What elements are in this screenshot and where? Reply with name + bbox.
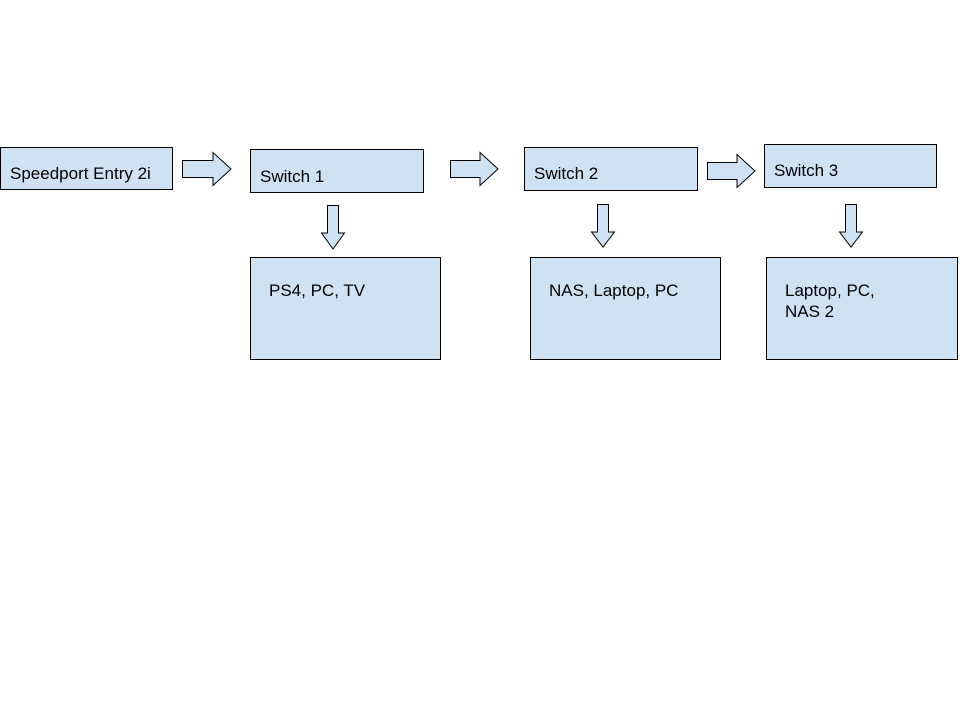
switch-1-box: Switch 1 (250, 149, 424, 193)
switch-3-devices-box: Laptop, PC, NAS 2 (766, 257, 958, 360)
switch-2-box: Switch 2 (524, 147, 698, 191)
switch-2-label: Switch 2 (534, 164, 599, 183)
arrow-right-switch-1-to-switch-2 (450, 151, 499, 187)
router-label: Speedport Entry 2i (10, 164, 151, 183)
arrow-right-router-to-switch-1 (182, 151, 232, 187)
arrow-down-switch-1 (320, 205, 346, 250)
switch-1-devices-label: PS4, PC, TV (269, 281, 366, 300)
arrow-down-switch-2 (590, 204, 616, 248)
switch-1-devices-box: PS4, PC, TV (250, 257, 441, 360)
switch-3-devices-label: Laptop, PC, NAS 2 (785, 281, 875, 321)
arrow-right-switch-2-to-switch-3 (707, 153, 756, 189)
switch-2-devices-label: NAS, Laptop, PC (549, 281, 679, 300)
switch-2-devices-box: NAS, Laptop, PC (530, 257, 721, 360)
switch-3-label: Switch 3 (774, 161, 839, 180)
switch-1-label: Switch 1 (260, 167, 325, 186)
arrow-down-switch-3 (838, 204, 864, 248)
switch-3-box: Switch 3 (764, 144, 937, 188)
router-box: Speedport Entry 2i (0, 147, 173, 190)
